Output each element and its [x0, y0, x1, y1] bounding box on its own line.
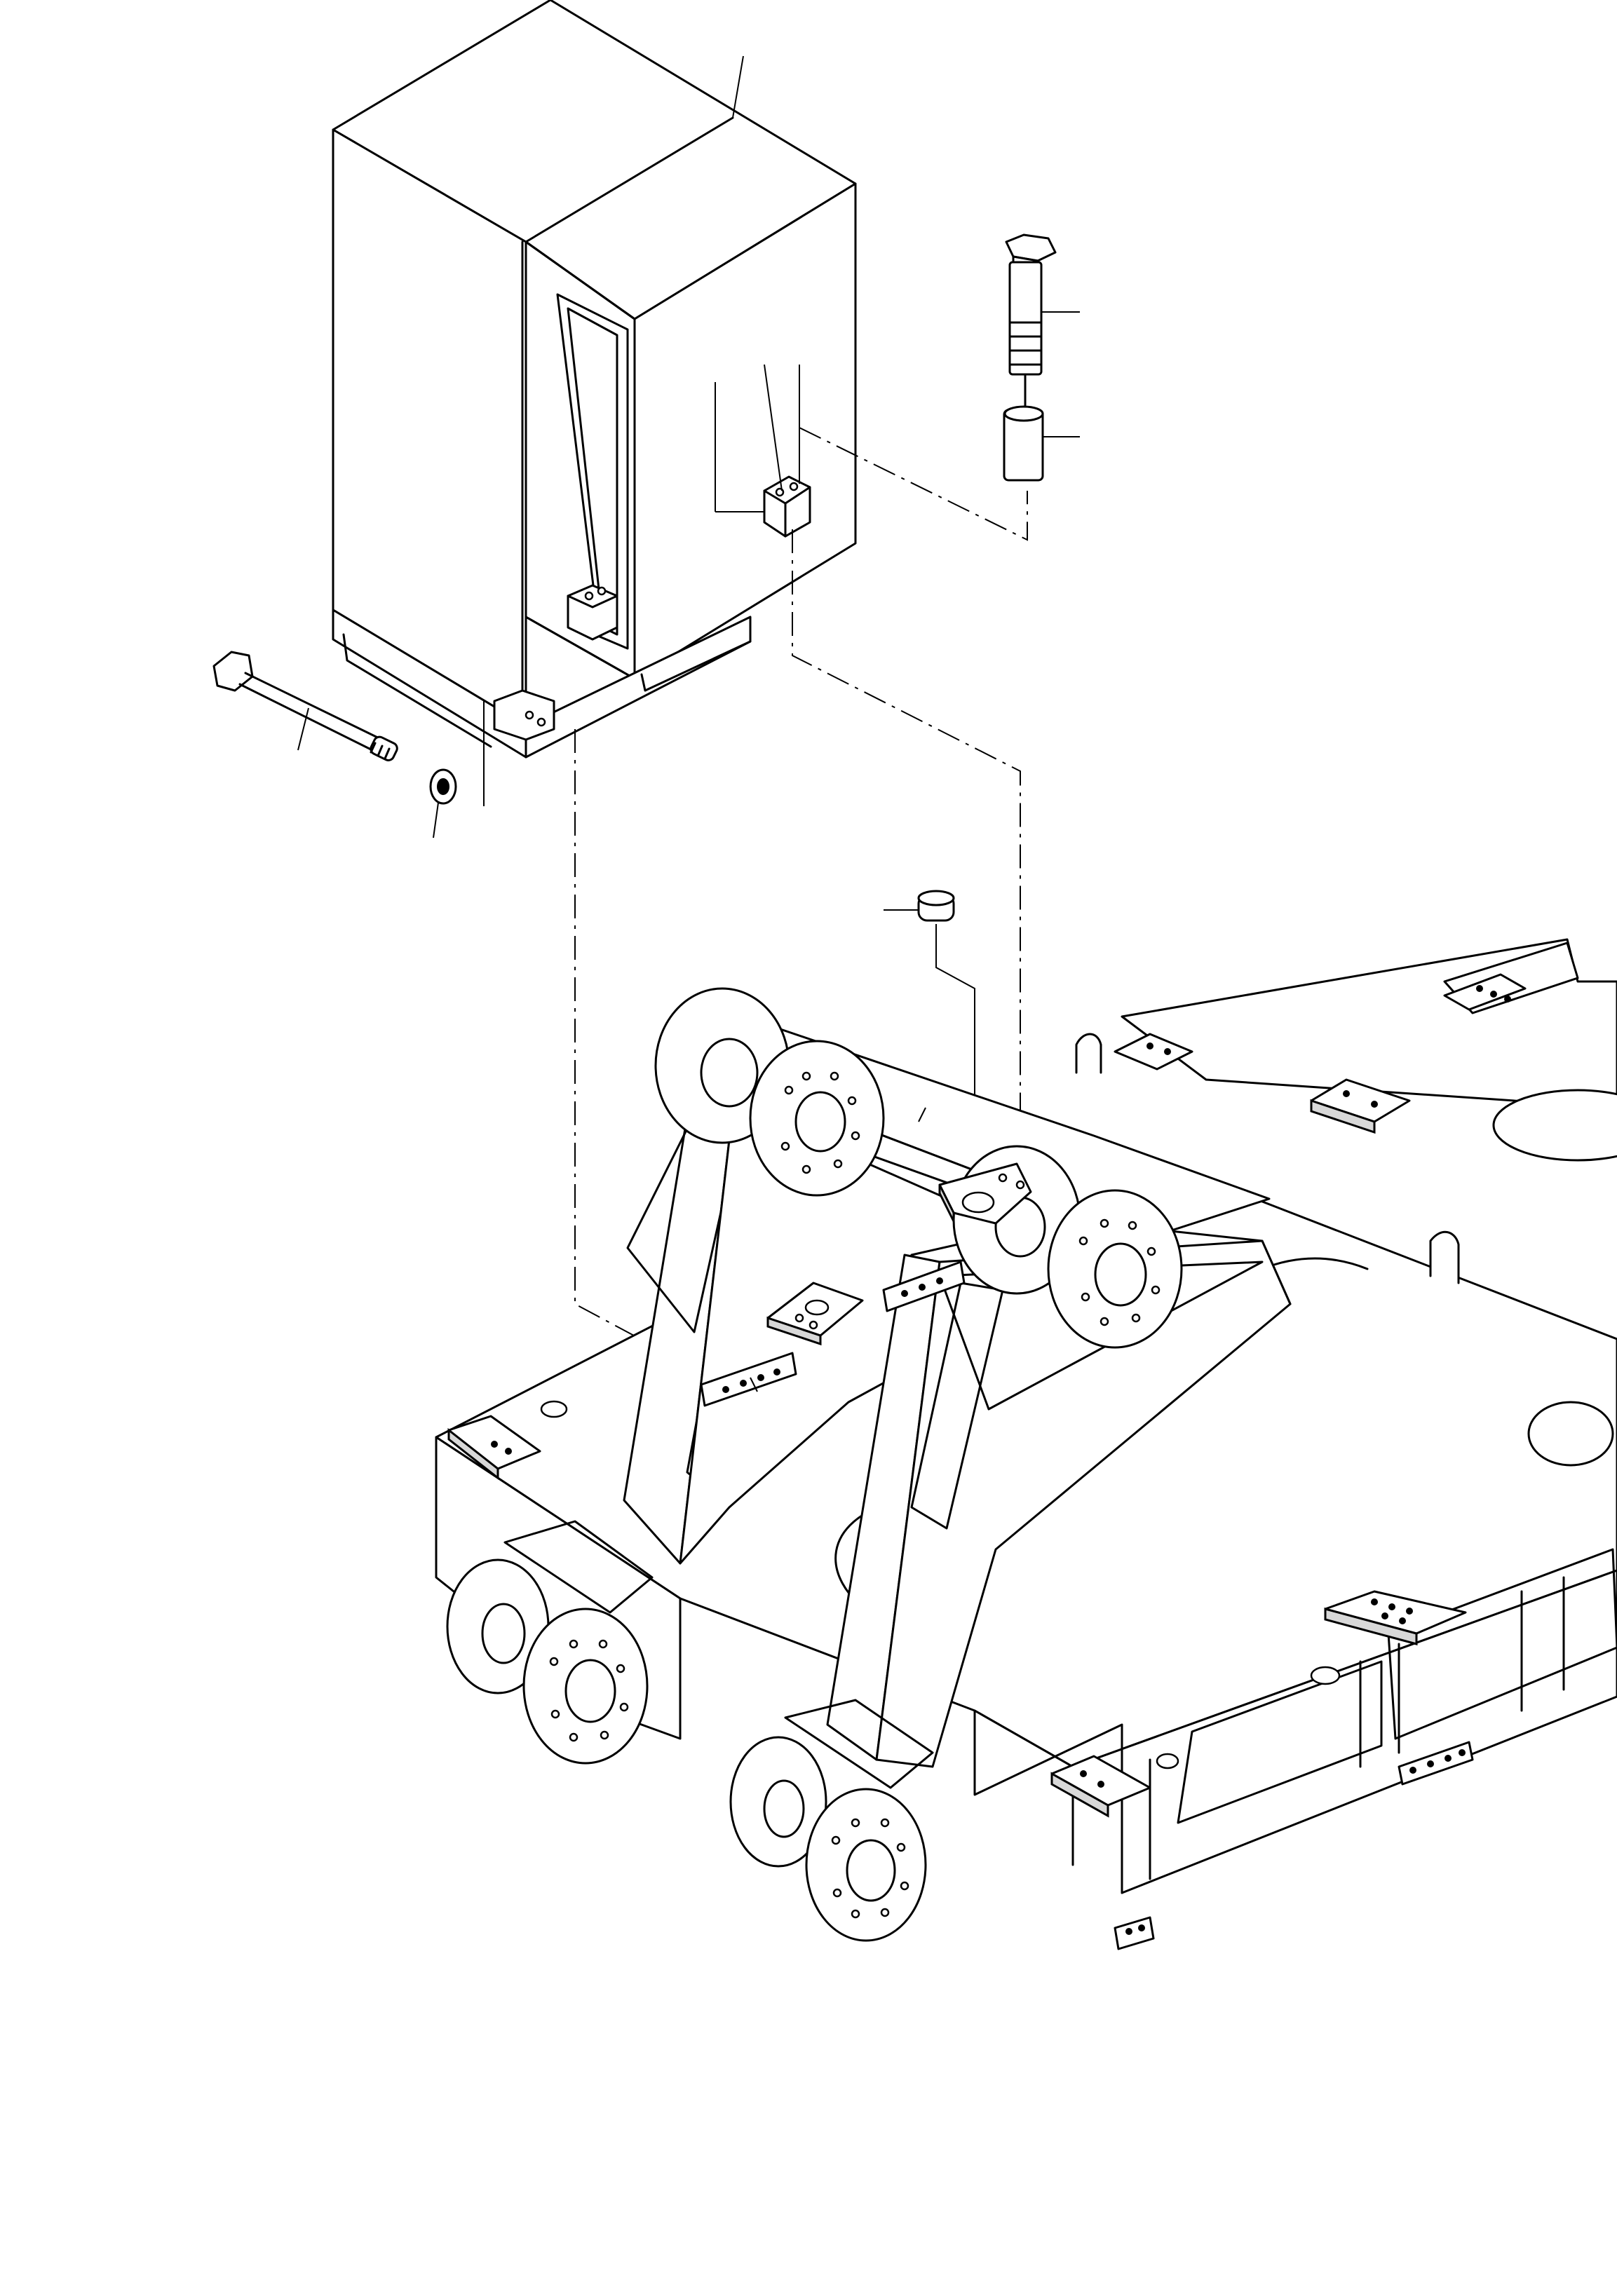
leader-lines	[750, 1107, 926, 1392]
pin-boss	[729, 1699, 934, 1942]
pin-boss	[654, 987, 885, 1197]
long-rod-bolt	[212, 651, 398, 761]
pad-plate	[700, 1352, 797, 1407]
pad-plate	[447, 1415, 541, 1481]
spacer-sleeve	[1003, 405, 1080, 482]
pin-boss	[446, 1520, 654, 1765]
cap-plug	[884, 890, 975, 1195]
mounting-plate	[938, 1162, 1032, 1225]
pad-plate	[1310, 1078, 1411, 1134]
pad-plate	[1398, 1741, 1474, 1786]
cabinet-mounting-block	[715, 364, 811, 538]
mounting-plate	[766, 1282, 864, 1346]
pad-plate	[1443, 973, 1527, 1011]
washer	[429, 701, 485, 838]
pad-plate	[1324, 1590, 1467, 1645]
pad-plate	[1114, 1916, 1155, 1950]
cabinet-mounting-block	[567, 584, 618, 641]
pad-plate	[1050, 1755, 1151, 1818]
cabinet	[332, 0, 857, 759]
pad-plate	[882, 1261, 966, 1312]
pad-plate	[1114, 1033, 1193, 1071]
cabinet-mounting-block	[493, 689, 555, 741]
assembly-centerlines	[574, 427, 1028, 1357]
hex-bolt	[1005, 233, 1080, 412]
